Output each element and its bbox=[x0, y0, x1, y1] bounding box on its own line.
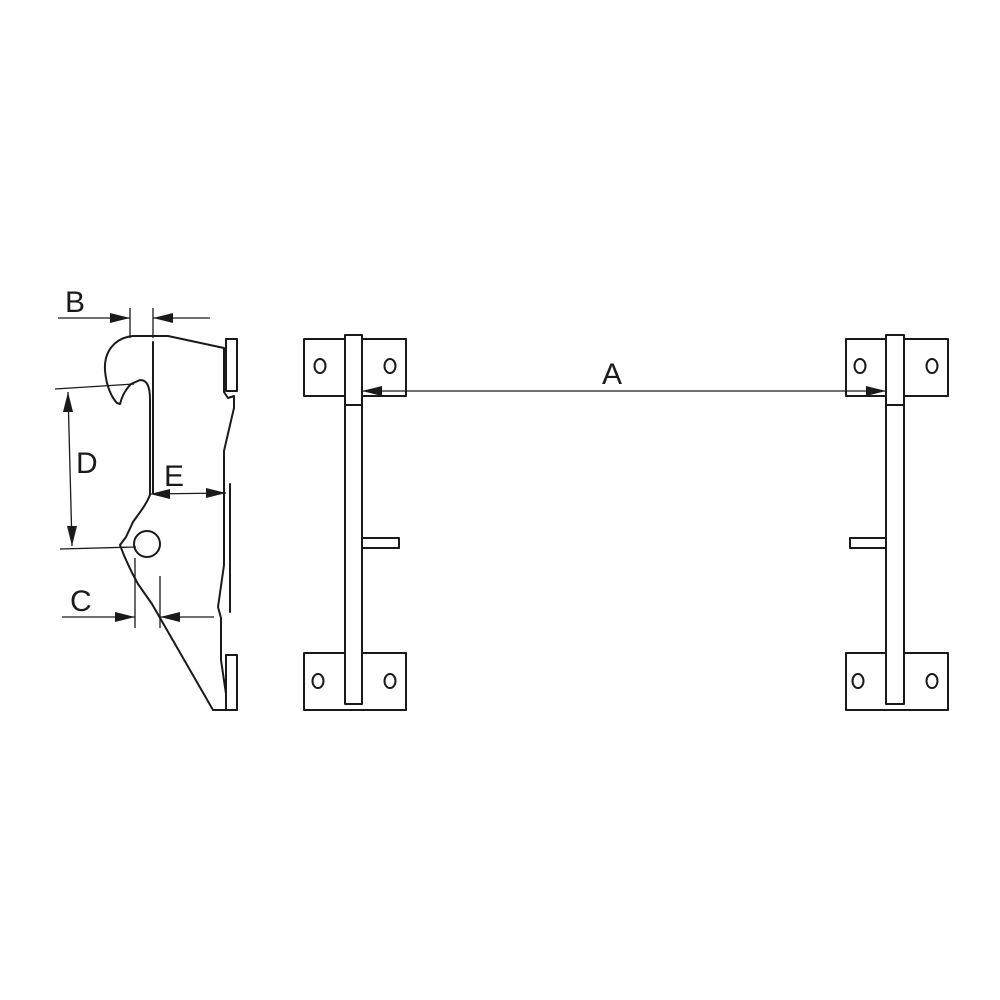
right-bottom-bolt-hole-2 bbox=[925, 673, 939, 689]
side-view bbox=[103, 335, 238, 711]
dimension-e-arrow-left bbox=[150, 489, 170, 499]
dimension-e: E bbox=[149, 460, 227, 499]
dimension-e-arrow-right bbox=[206, 488, 226, 498]
dimension-c-arrow-left bbox=[115, 612, 135, 622]
left-lock-pin bbox=[361, 537, 400, 549]
front-view-left-bracket bbox=[303, 334, 407, 711]
dimension-b: B bbox=[58, 286, 210, 338]
dimension-d-arrow-top bbox=[63, 392, 73, 412]
left-vertical-bar bbox=[344, 334, 363, 705]
dimension-d-label: D bbox=[76, 447, 98, 480]
dimension-a: A bbox=[362, 358, 886, 396]
dimension-e-label: E bbox=[164, 460, 184, 493]
right-lock-pin bbox=[849, 537, 887, 549]
right-vertical-bar bbox=[885, 334, 905, 705]
dimension-a-arrow-right bbox=[866, 386, 886, 396]
left-bottom-bolt-hole-1 bbox=[311, 673, 325, 689]
front-view-right-bracket bbox=[845, 334, 949, 711]
side-view-pin-hole bbox=[133, 530, 161, 558]
dimension-d-arrow-bottom bbox=[67, 526, 77, 546]
dimension-c: C bbox=[62, 558, 214, 628]
right-top-bolt-hole-1 bbox=[853, 358, 867, 374]
dimension-d-extension-top bbox=[54, 383, 135, 390]
dimension-b-label: B bbox=[65, 286, 85, 319]
side-view-top-pad bbox=[225, 338, 238, 392]
left-top-bolt-hole-1 bbox=[313, 358, 327, 374]
dimension-b-arrow-right bbox=[153, 313, 173, 323]
dimension-d: D bbox=[54, 383, 137, 550]
dimension-c-arrow-right bbox=[160, 612, 180, 622]
dimension-d-line bbox=[67, 391, 73, 547]
right-bottom-bolt-hole-1 bbox=[851, 673, 865, 689]
dimension-b-arrow-left bbox=[110, 313, 130, 323]
dimension-c-label: C bbox=[70, 585, 92, 618]
left-top-bolt-hole-2 bbox=[383, 358, 397, 374]
dimension-d-extension-bottom bbox=[59, 546, 137, 550]
side-view-bottom-pad bbox=[225, 654, 238, 711]
dimension-a-arrow-left bbox=[362, 386, 382, 396]
side-view-hook-outline bbox=[103, 335, 235, 711]
left-bottom-bolt-hole-2 bbox=[383, 673, 397, 689]
dimension-a-label: A bbox=[602, 358, 622, 391]
right-top-bolt-hole-2 bbox=[925, 358, 939, 374]
